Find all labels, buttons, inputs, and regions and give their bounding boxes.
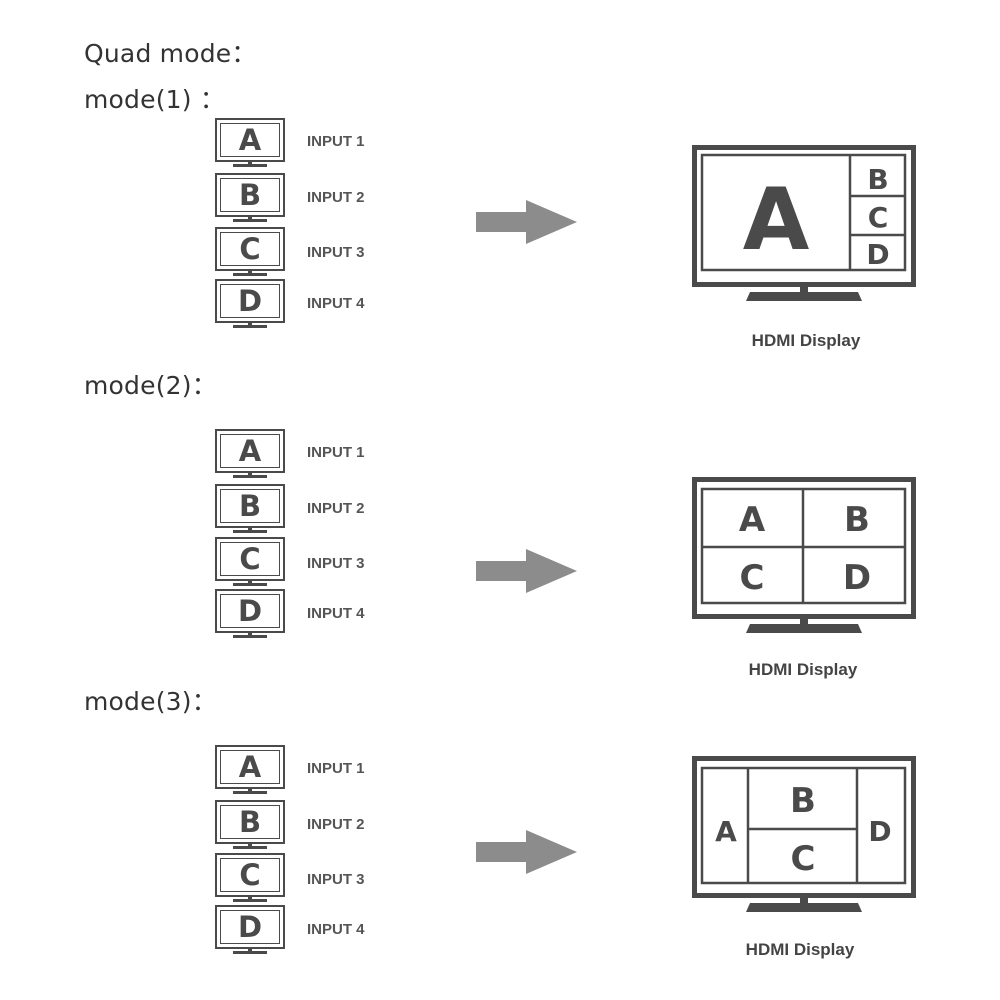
hdmi-display-label: HDMI Display	[748, 660, 858, 679]
input-label: INPUT 2	[307, 500, 365, 517]
input-monitor-icon: C	[215, 853, 285, 903]
input-letter: D	[220, 284, 280, 318]
cell-letter: D	[868, 815, 891, 848]
hdmi-display-label: HDMI Display	[745, 940, 855, 959]
input-letter: B	[220, 805, 280, 839]
input-label: INPUT 2	[307, 189, 365, 206]
input-letter: B	[220, 178, 280, 212]
input-monitor-icon: B	[215, 800, 285, 850]
cell-letter: B	[790, 781, 816, 821]
cell-letter: C	[740, 558, 765, 598]
input-letter: D	[220, 910, 280, 944]
hdmi-display-mode-2: A B C D	[692, 477, 916, 633]
arrow-right-icon	[476, 200, 577, 244]
cell-letter: C	[791, 839, 816, 879]
input-letter: C	[220, 232, 280, 266]
input-label: INPUT 1	[307, 760, 365, 777]
input-letter: C	[220, 542, 280, 576]
input-label: INPUT 4	[307, 605, 365, 622]
cell-letter: B	[867, 163, 888, 196]
input-letter: B	[220, 489, 280, 523]
input-letter: C	[220, 858, 280, 892]
mode-1-heading: mode(1) ：	[84, 85, 226, 114]
input-monitor-icon: B	[215, 173, 285, 223]
cell-letter: A	[715, 815, 737, 848]
input-letter: D	[220, 594, 280, 628]
input-label: INPUT 3	[307, 555, 365, 572]
mode-3-heading: mode(3)：	[84, 687, 217, 716]
input-label: INPUT 3	[307, 244, 365, 261]
arrow-right-icon	[476, 830, 577, 874]
input-monitor-icon: A	[215, 429, 285, 479]
input-label: INPUT 1	[307, 133, 365, 150]
input-letter: A	[220, 750, 280, 784]
hdmi-display-mode-3: A B C D	[692, 756, 916, 912]
input-monitor-icon: D	[215, 279, 285, 329]
cell-letter: C	[868, 201, 889, 234]
cell-letter: B	[844, 500, 870, 540]
input-letter: A	[220, 123, 280, 157]
input-monitor-icon: D	[215, 905, 285, 955]
input-label: INPUT 3	[307, 871, 365, 888]
hdmi-display-mode-1: A B C D	[692, 145, 916, 301]
input-label: INPUT 4	[307, 295, 365, 312]
cell-letter: D	[843, 558, 871, 598]
input-monitor-icon: D	[215, 589, 285, 639]
page-title: Quad mode：	[84, 39, 257, 68]
input-label: INPUT 4	[307, 921, 365, 938]
input-label: INPUT 1	[307, 444, 365, 461]
cell-letter: A	[743, 170, 810, 270]
cell-letter: A	[739, 500, 766, 540]
arrow-right-icon	[476, 549, 577, 593]
cell-letter: D	[866, 238, 889, 271]
input-monitor-icon: B	[215, 484, 285, 534]
input-label: INPUT 2	[307, 816, 365, 833]
input-letter: A	[220, 434, 280, 468]
input-monitor-icon: C	[215, 537, 285, 587]
mode-2-heading: mode(2)：	[84, 371, 217, 400]
input-monitor-icon: A	[215, 745, 285, 795]
input-monitor-icon: A	[215, 118, 285, 168]
hdmi-display-label: HDMI Display	[751, 331, 861, 350]
input-monitor-icon: C	[215, 227, 285, 277]
